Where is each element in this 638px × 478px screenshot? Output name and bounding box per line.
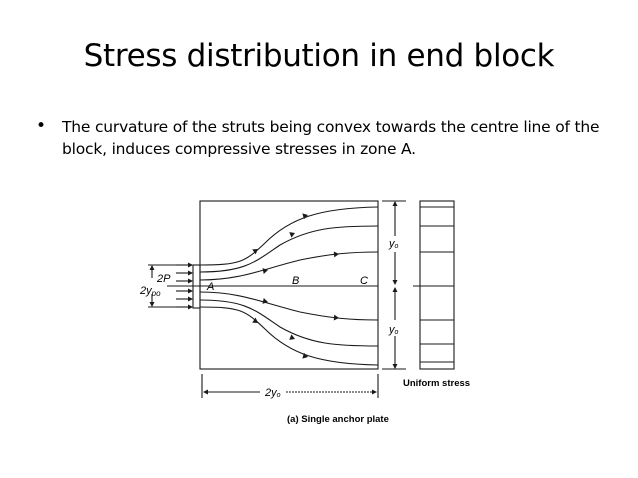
half-depth-bottom-label: yo: [388, 324, 399, 336]
zone-b-label: B: [292, 275, 299, 287]
length-dimension: [201, 374, 379, 398]
half-depth-dimension: [382, 200, 406, 370]
uniform-stress-block: [413, 200, 455, 370]
bullet-marker: •: [36, 116, 47, 136]
bullet-text: The curvature of the struts being convex…: [62, 118, 600, 158]
plate-depth-dimension: [148, 264, 176, 308]
load-arrows: [176, 262, 193, 310]
half-depth-top-label: yo: [388, 238, 399, 250]
figure-caption: (a) Single anchor plate: [287, 414, 389, 425]
uniform-stress-label: Uniform stress: [403, 378, 470, 389]
stress-trajectories: [199, 206, 379, 366]
length-label: 2yo: [264, 387, 281, 399]
zone-c-label: C: [360, 275, 368, 287]
force-label: 2P: [156, 273, 171, 285]
slide-title: Stress distribution in end block: [83, 38, 555, 74]
zone-a-label: A: [206, 281, 214, 293]
trajectory-arrowheads: [252, 213, 339, 359]
plate-depth-label: 2ypo: [139, 285, 161, 298]
